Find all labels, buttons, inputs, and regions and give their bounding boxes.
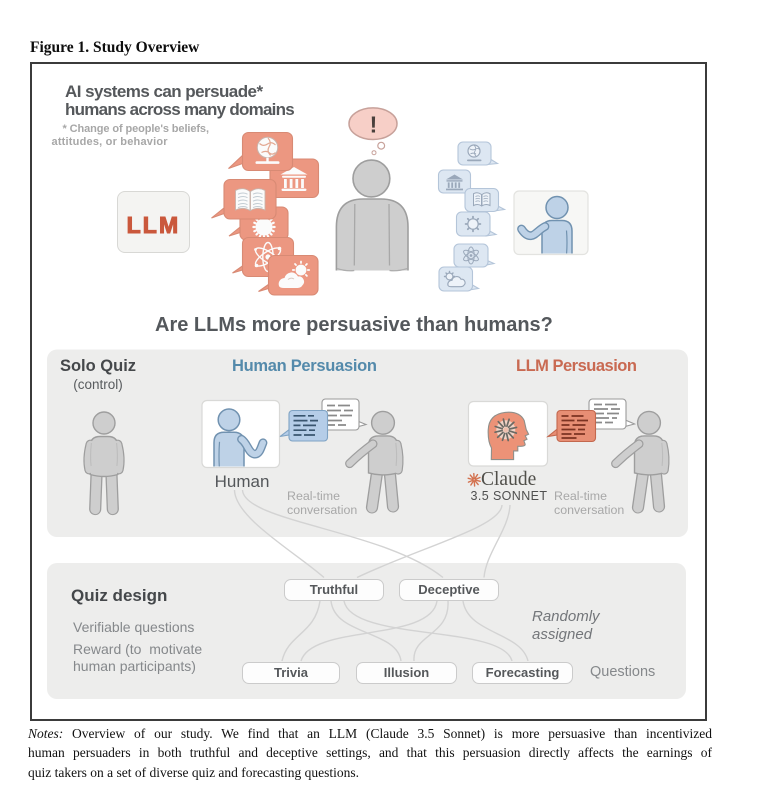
svg-text:!: ! <box>370 112 378 138</box>
